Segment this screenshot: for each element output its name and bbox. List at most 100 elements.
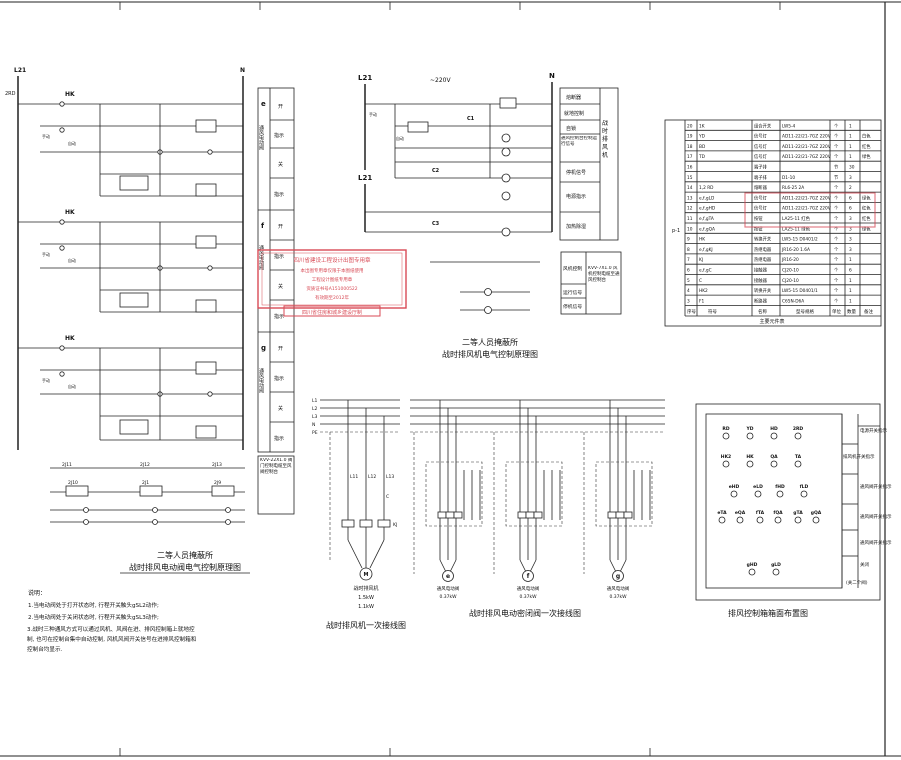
svg-text:PE: PE — [312, 430, 318, 436]
equipment-cell: 信号灯 — [754, 205, 768, 212]
svg-text:2J13: 2J13 — [212, 462, 222, 468]
svg-text:KJ: KJ — [393, 522, 397, 528]
row-f-function-text: 通风电动阀 — [258, 244, 264, 271]
svg-text:开: 开 — [278, 104, 283, 110]
panel-indicator-icon — [794, 516, 802, 524]
terminal-l21-label: L21 — [14, 67, 26, 74]
svg-text:2J12: 2J12 — [140, 462, 150, 468]
svg-text:停机信号: 停机信号 — [566, 169, 586, 176]
function-row-e-labels: 开 指示 关 指示 — [274, 104, 284, 198]
equipment-side-label: p-1 — [672, 228, 680, 234]
svg-text:名称: 名称 — [758, 308, 767, 315]
equipment-cell: 个 — [834, 185, 839, 191]
svg-text:自动: 自动 — [68, 257, 76, 263]
equipment-cell: AD11-22/21-7GZ 220V — [782, 134, 831, 140]
equipment-cell: HK2 — [699, 288, 708, 294]
design-stamp: 四川省建设工程设计出图专用章 本出图专用章仅限于本图纸使用 工程设计图纸专用章 … — [257, 249, 407, 317]
equipment-cell: 6 — [687, 268, 690, 274]
panel-indicator-icon — [722, 460, 730, 468]
equipment-cell: 3 — [687, 298, 690, 304]
equipment-cell: 信号灯 — [754, 133, 768, 140]
svg-text:C2: C2 — [432, 168, 440, 174]
svg-text:备注: 备注 — [864, 308, 873, 315]
valve-power: 0.37kW — [439, 594, 457, 600]
svg-text:L2: L2 — [312, 406, 318, 412]
equipment-cell: 个 — [834, 195, 839, 201]
equipment-cell: 16 — [687, 165, 693, 171]
panel-item-label: 2RD — [793, 426, 804, 432]
equipment-cell: 10 — [687, 226, 693, 232]
svg-text:2J10: 2J10 — [68, 480, 78, 486]
panel-indicator-icon — [754, 490, 762, 498]
equipment-cell: e,f,gHD — [699, 206, 716, 212]
svg-text:运行信号: 运行信号 — [563, 289, 582, 296]
svg-text:指示: 指示 — [274, 435, 284, 442]
valve-row-g: HK 手动 自动 — [18, 335, 243, 441]
svg-text:就地控制: 就地控制 — [564, 110, 584, 117]
fan-side-cable-wrap: KVV-7X1.0 风机控制电缆至通风控制台 — [588, 266, 620, 283]
svg-text:2J1: 2J1 — [142, 480, 149, 486]
svg-text:通风阀开关指示: 通风阀开关指示 — [860, 513, 892, 520]
panel-item-label: TA — [795, 454, 802, 460]
function-row-f-labels: 开 指示 关 指示 — [274, 224, 284, 320]
fan-label-console: 通风控制台控制运行信号 — [561, 136, 597, 147]
fan-motor-title: 战时排风机 — [353, 585, 378, 592]
equipment-cell: 18 — [687, 144, 693, 150]
valve-mark: f — [527, 573, 530, 580]
fan-side-cable: KVV-7X1.0 风机控制电缆至通风控制台 — [588, 266, 620, 283]
hk-label-f: HK — [65, 209, 75, 216]
equipment-cell: C65N-D6A — [782, 298, 804, 304]
equipment-cell: 1 — [849, 134, 852, 140]
svg-text:指示: 指示 — [274, 191, 284, 198]
equipment-cell: 断路器 — [754, 297, 768, 304]
valve-label: 通风电动阀 — [437, 585, 460, 592]
equipment-cell: 个 — [834, 257, 839, 263]
svg-text:单位: 单位 — [832, 308, 841, 315]
function-row-g-labels: 开 指示 关 指示 — [274, 346, 284, 442]
svg-text:加热除湿: 加热除湿 — [566, 223, 586, 230]
svg-text:手动: 手动 — [42, 251, 50, 257]
panel-item-label: QA — [770, 454, 778, 460]
panel-indicator-icon — [774, 516, 782, 524]
equipment-cell: JR16-20 1.6A — [781, 247, 810, 253]
svg-text:指示: 指示 — [274, 253, 284, 260]
fan-function-labels-lower: 停机信号 电源指示 加热除湿 — [566, 169, 586, 230]
svg-text:资质证书号A151000522: 资质证书号A151000522 — [306, 285, 357, 292]
panel-item-label: YD — [746, 426, 754, 432]
equipment-cell: HK — [699, 237, 705, 243]
fan-caption-line1: 二等人员掩蔽所 — [462, 337, 518, 347]
panel-item-label: eLD — [753, 484, 763, 490]
fuse-label: 2RD — [5, 91, 16, 97]
hk-label-g: HK — [65, 335, 75, 342]
equipment-cell: 节 — [834, 165, 839, 171]
row-letter-f: f — [261, 222, 265, 230]
fan-motor-power2: 1.1kW — [358, 604, 374, 610]
cable-box-text: KVV-22X1.0 阀门控制电缆至风阀控制台 — [260, 458, 293, 475]
notes-heading: 说明： — [28, 589, 46, 597]
fan-phase-labels: L1 L2 L3 N PE — [312, 398, 318, 436]
equipment-cell: 个 — [834, 134, 839, 140]
equipment-cell: 1K — [699, 123, 705, 129]
fan-one-line-caption: 战时排风机一次接线图 — [326, 620, 406, 630]
panel-indicator-icon — [770, 460, 778, 468]
equipment-cell: 3 — [849, 247, 852, 253]
fan-label-console-wrap: 通风控制台控制运行信号 — [561, 136, 597, 147]
notes-block: 说明： 1.当电动阀处于打开状态时, 行程开关触头gSL2动作; 2.当电动阀处… — [27, 589, 196, 653]
panel-indicator-icon — [800, 490, 808, 498]
svg-text:关: 关 — [278, 283, 283, 290]
panel-item-label: gQA — [811, 510, 822, 516]
svg-text:关闭: 关闭 — [860, 561, 869, 568]
equipment-cell: e,f,gC — [699, 268, 712, 274]
fan-terminal-n: N — [549, 72, 555, 80]
panel-item-label: HK2 — [721, 454, 731, 460]
equipment-cell: 个 — [834, 268, 839, 274]
panel-indicator-icon — [776, 490, 784, 498]
equipment-cell: YD — [698, 134, 706, 140]
equipment-cell: 红色 — [862, 143, 871, 150]
equipment-cell: 个 — [834, 298, 839, 304]
fan-voltage: ~220V — [430, 77, 451, 84]
